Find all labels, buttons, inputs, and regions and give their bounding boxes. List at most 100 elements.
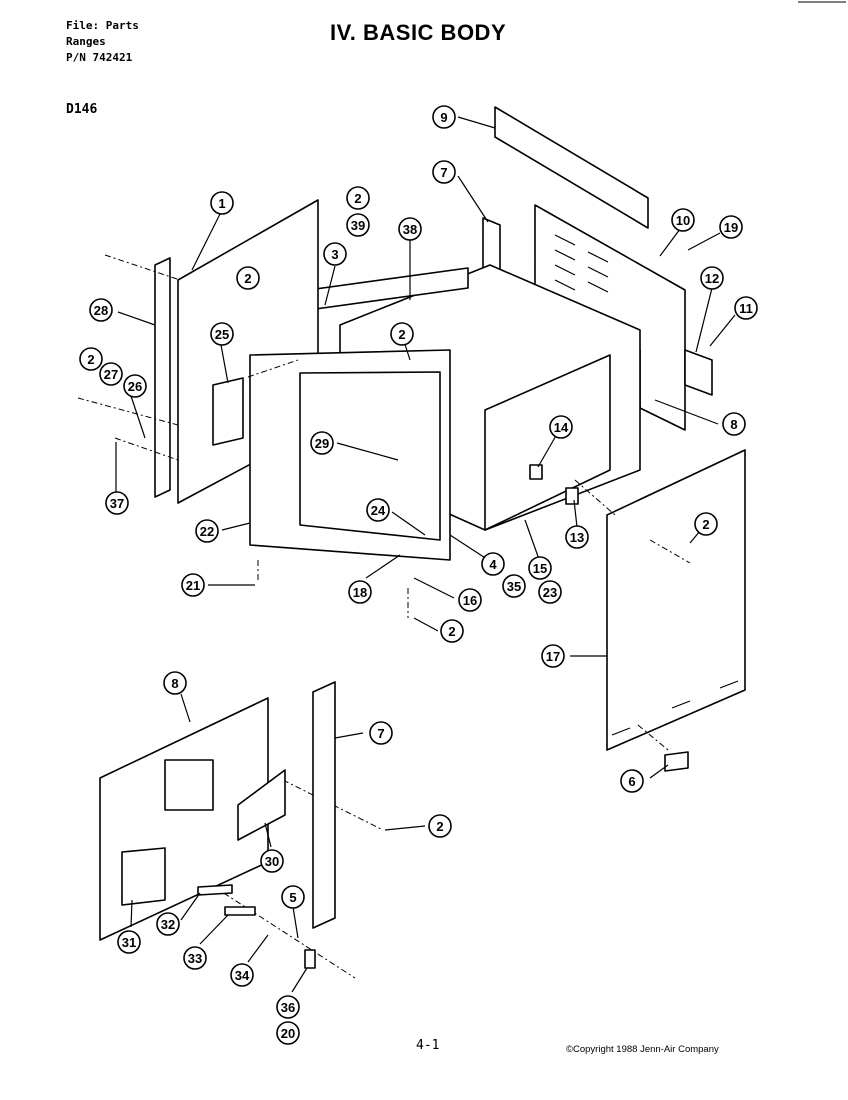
part-36-latch (304, 949, 316, 969)
callout-label: 2 (398, 327, 405, 342)
callout-label: 1 (218, 196, 225, 211)
callout-label: 2 (436, 819, 443, 834)
callout-3: 3 (323, 242, 347, 266)
part-31-bracket (121, 847, 166, 906)
callout-circle (163, 671, 187, 695)
callout-2: 2 (79, 347, 103, 371)
callout-16: 16 (458, 588, 482, 612)
callout-2: 2 (428, 814, 452, 838)
callout-15: 15 (528, 556, 552, 580)
callout-2: 2 (346, 186, 370, 210)
callout-label: 9 (440, 110, 447, 125)
callout-circle (502, 574, 526, 598)
callout-circle (89, 298, 113, 322)
callout-18: 18 (348, 580, 372, 604)
callout-label: 4 (489, 557, 497, 572)
callout-8: 8 (163, 671, 187, 695)
callout-label: 16 (463, 593, 477, 608)
callout-2: 2 (440, 619, 464, 643)
callout-2: 2 (236, 266, 260, 290)
callout-7: 7 (369, 721, 393, 745)
rear-panel-slots (554, 234, 609, 293)
callout-circle (565, 525, 589, 549)
model-number: D146 (66, 102, 98, 117)
callout-35: 35 (502, 574, 526, 598)
callout-circle (346, 186, 370, 210)
part-30-bracket (237, 769, 286, 841)
callout-circle (671, 208, 695, 232)
callout-label: 2 (448, 624, 455, 639)
callout-circle (181, 573, 205, 597)
part-13-hinge (565, 487, 579, 505)
callout-label: 21 (186, 578, 200, 593)
callout-7: 7 (432, 160, 456, 184)
callout-25: 25 (210, 322, 234, 346)
callout-21: 21 (181, 573, 205, 597)
callout-10: 10 (671, 208, 695, 232)
callout-circle (390, 322, 414, 346)
part-14-clip (529, 464, 543, 480)
callout-circle (195, 519, 219, 543)
callout-circle (346, 213, 370, 237)
callout-circle (528, 556, 552, 580)
callout-label: 5 (289, 890, 296, 905)
callout-label: 2 (87, 352, 94, 367)
callout-label: 24 (371, 503, 386, 518)
callout-circle (719, 215, 743, 239)
callout-38: 38 (398, 217, 422, 241)
callout-circle (105, 491, 129, 515)
part-7-post-lower (312, 681, 336, 929)
part-25-block (212, 377, 244, 446)
callout-circle (458, 588, 482, 612)
callout-label: 34 (235, 968, 250, 983)
part-33-clip (224, 906, 256, 916)
callout-circle (210, 322, 234, 346)
part-12-plate (684, 349, 713, 396)
callout-label: 35 (507, 579, 521, 594)
callout-31: 31 (117, 930, 141, 954)
callout-label: 20 (281, 1026, 295, 1041)
callout-circle (79, 347, 103, 371)
callout-27: 27 (99, 362, 123, 386)
callout-label: 37 (110, 496, 124, 511)
callout-label: 7 (377, 726, 384, 741)
callout-label: 39 (351, 218, 365, 233)
part-32-strip (197, 884, 233, 896)
callout-circle (310, 431, 334, 455)
callout-circle (722, 412, 746, 436)
callout-6: 6 (620, 769, 644, 793)
callout-34: 34 (230, 963, 254, 987)
callout-circle (183, 946, 207, 970)
callout-label: 29 (315, 436, 329, 451)
callout-label: 14 (554, 420, 569, 435)
callout-circle (276, 995, 300, 1019)
callout-circle (541, 644, 565, 668)
callout-label: 2 (354, 191, 361, 206)
callout-label: 2 (244, 271, 251, 286)
callout-33: 33 (183, 946, 207, 970)
callout-circle (281, 885, 305, 909)
callout-circle (366, 498, 390, 522)
callout-8: 8 (722, 412, 746, 436)
callout-circle (369, 721, 393, 745)
callout-28: 28 (89, 298, 113, 322)
callout-circle (123, 374, 147, 398)
callout-label: 7 (440, 165, 447, 180)
callout-circle (694, 512, 718, 536)
callout-circle (99, 362, 123, 386)
callout-label: 2 (702, 517, 709, 532)
callout-label: 23 (543, 585, 557, 600)
callout-label: 19 (724, 220, 738, 235)
callout-circle (428, 814, 452, 838)
callout-label: 13 (570, 530, 584, 545)
callout-24: 24 (366, 498, 390, 522)
callout-12: 12 (700, 266, 724, 290)
callout-26: 26 (123, 374, 147, 398)
callout-2: 2 (390, 322, 414, 346)
callout-4: 4 (481, 552, 505, 576)
callout-29: 29 (310, 431, 334, 455)
part-6-bracket (664, 751, 689, 772)
callout-label: 3 (331, 247, 338, 262)
callout-label: 6 (628, 774, 635, 789)
